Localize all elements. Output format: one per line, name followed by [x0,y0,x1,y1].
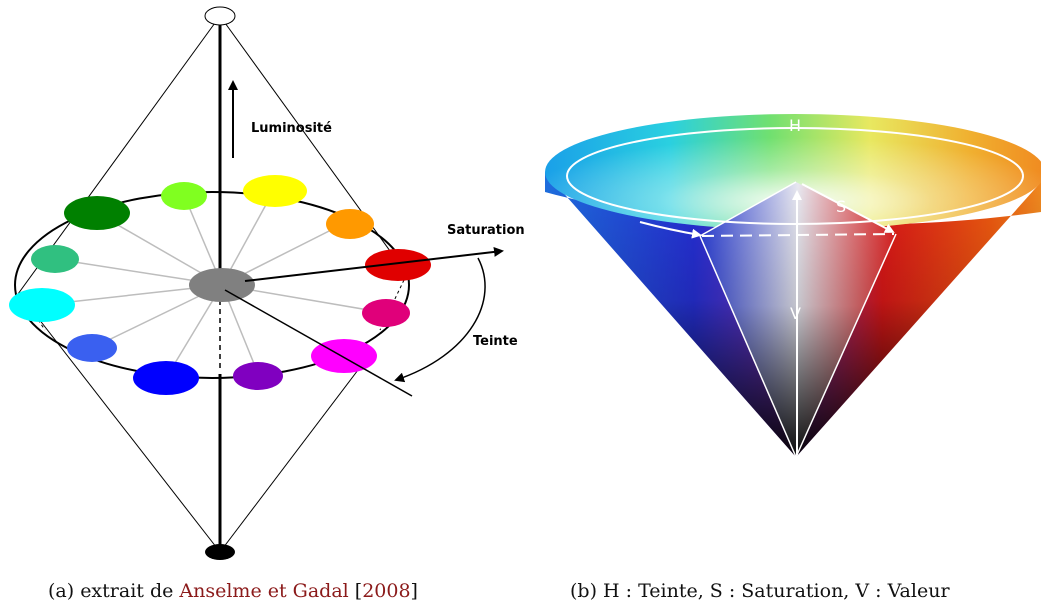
white-apex [204,6,236,26]
citation-year-link[interactable]: 2008 [362,580,411,602]
hue-disc-9 [133,361,199,395]
hue-disc-12 [362,299,410,327]
hue-disc-2 [326,209,374,239]
hue-disc-8 [67,334,117,362]
radial-line [224,289,413,397]
hidden-edge-left [27,304,46,331]
citation-authors-link[interactable]: Anselme et Gadal [179,580,349,602]
hue-disc-3 [243,175,307,207]
s-label: S [836,197,846,216]
hue-label: Teinte [473,334,518,349]
saturation-label: Saturation [447,223,525,238]
hsl-double-cone-diagram: Luminosité Teinte Saturation [9,6,525,560]
hue-disc-1 [365,249,431,281]
cone-top-highlight [545,114,1041,230]
caption-b: (b) H : Teinte, S : Saturation, V : Vale… [570,580,950,602]
hsv-cone-diagram: H S V [545,114,1041,458]
hue-disc-4 [161,182,207,210]
hue-ring-h [566,127,1024,225]
s-arrow [801,183,895,233]
hue-arrow [394,257,486,383]
hue-disc-6 [31,245,79,273]
hue-disc-5 [64,196,130,230]
black-apex [205,544,235,560]
saturation-arrow [244,246,504,282]
caption-a: (a) extrait de Anselme et Gadal [2008] [48,580,418,602]
hue-disc-10 [233,362,283,390]
hue-ring-arrow [639,221,702,239]
hue-ring [14,191,410,379]
hue-discs [9,175,431,395]
luminosity-label: Luminosité [251,121,332,136]
h-label: H [789,116,801,135]
center-grey-disc [189,268,255,302]
hue-disc-7 [9,288,75,322]
cone-edges [699,181,897,458]
v-label: V [790,304,801,323]
